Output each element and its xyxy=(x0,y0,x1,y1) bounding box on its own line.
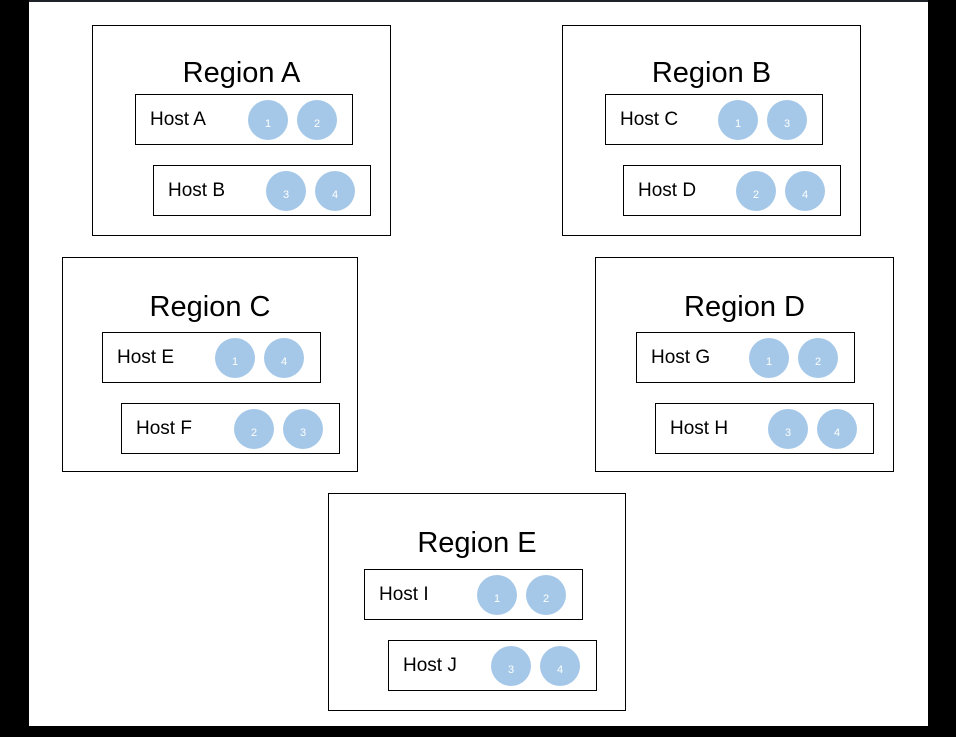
shard-circle[interactable]: 1 xyxy=(749,337,789,378)
shard-circle[interactable]: 3 xyxy=(266,170,306,211)
shard-number: 1 xyxy=(765,356,773,368)
shard-number: 1 xyxy=(264,118,272,130)
host-label: Host E xyxy=(117,346,175,368)
shard-circle[interactable]: 4 xyxy=(540,645,580,686)
shard-number: 3 xyxy=(507,664,515,676)
shard-number: 4 xyxy=(331,189,339,201)
region-title: Region C xyxy=(149,291,271,323)
shard-number: 1 xyxy=(231,356,239,368)
shard-circle[interactable]: 2 xyxy=(798,337,838,378)
shard-circle[interactable]: 2 xyxy=(297,99,337,140)
shard-number: 1 xyxy=(734,118,742,130)
shard-number: 2 xyxy=(814,356,822,368)
shard-number: 2 xyxy=(752,189,760,201)
shard-number: 3 xyxy=(282,189,290,201)
shard-circle[interactable]: 3 xyxy=(768,408,808,449)
shard-number: 2 xyxy=(313,118,321,130)
shard-circle[interactable]: 4 xyxy=(264,337,304,378)
shard-circle[interactable]: 4 xyxy=(785,170,825,211)
shard-number: 4 xyxy=(280,356,288,368)
shard-circle[interactable]: 3 xyxy=(283,408,323,449)
host-label: Host D xyxy=(638,179,697,201)
page-edge-right xyxy=(928,0,956,737)
region-title: Region B xyxy=(651,57,772,89)
shard-circle[interactable]: 1 xyxy=(248,99,288,140)
host-label: Host F xyxy=(136,417,192,439)
host-label: Host I xyxy=(379,583,429,605)
shard-circle[interactable]: 1 xyxy=(215,337,255,378)
shard-circle[interactable]: 3 xyxy=(491,645,531,686)
shard-number: 3 xyxy=(784,427,792,439)
shard-circle[interactable]: 3 xyxy=(767,99,807,140)
region-title: Region A xyxy=(182,57,301,89)
shard-number: 2 xyxy=(250,427,258,439)
shard-number: 4 xyxy=(833,427,841,439)
shard-circle[interactable]: 1 xyxy=(718,99,758,140)
host-label: Host B xyxy=(168,179,226,201)
page-edge-left xyxy=(0,0,29,737)
page-edge-top xyxy=(29,0,928,2)
region-title: Region D xyxy=(684,291,805,323)
shard-circle[interactable]: 2 xyxy=(234,408,274,449)
shard-number: 1 xyxy=(493,593,501,605)
region-title: Region E xyxy=(417,527,537,559)
host-label: Host J xyxy=(403,654,457,676)
shard-circle[interactable]: 1 xyxy=(477,574,517,615)
shard-number: 3 xyxy=(299,427,307,439)
shard-circle[interactable]: 4 xyxy=(315,170,355,211)
host-label: Host A xyxy=(150,108,206,130)
shard-number: 4 xyxy=(556,664,564,676)
shard-circle[interactable]: 2 xyxy=(736,170,776,211)
host-label: Host G xyxy=(651,346,711,368)
shard-circle[interactable]: 2 xyxy=(526,574,566,615)
shard-circle[interactable]: 4 xyxy=(817,408,857,449)
shard-number: 4 xyxy=(801,189,809,201)
host-label: Host H xyxy=(670,417,729,439)
shard-number: 2 xyxy=(542,593,550,605)
page-edge-bottom xyxy=(0,726,956,737)
shard-number: 3 xyxy=(783,118,791,130)
host-label: Host C xyxy=(620,108,679,130)
